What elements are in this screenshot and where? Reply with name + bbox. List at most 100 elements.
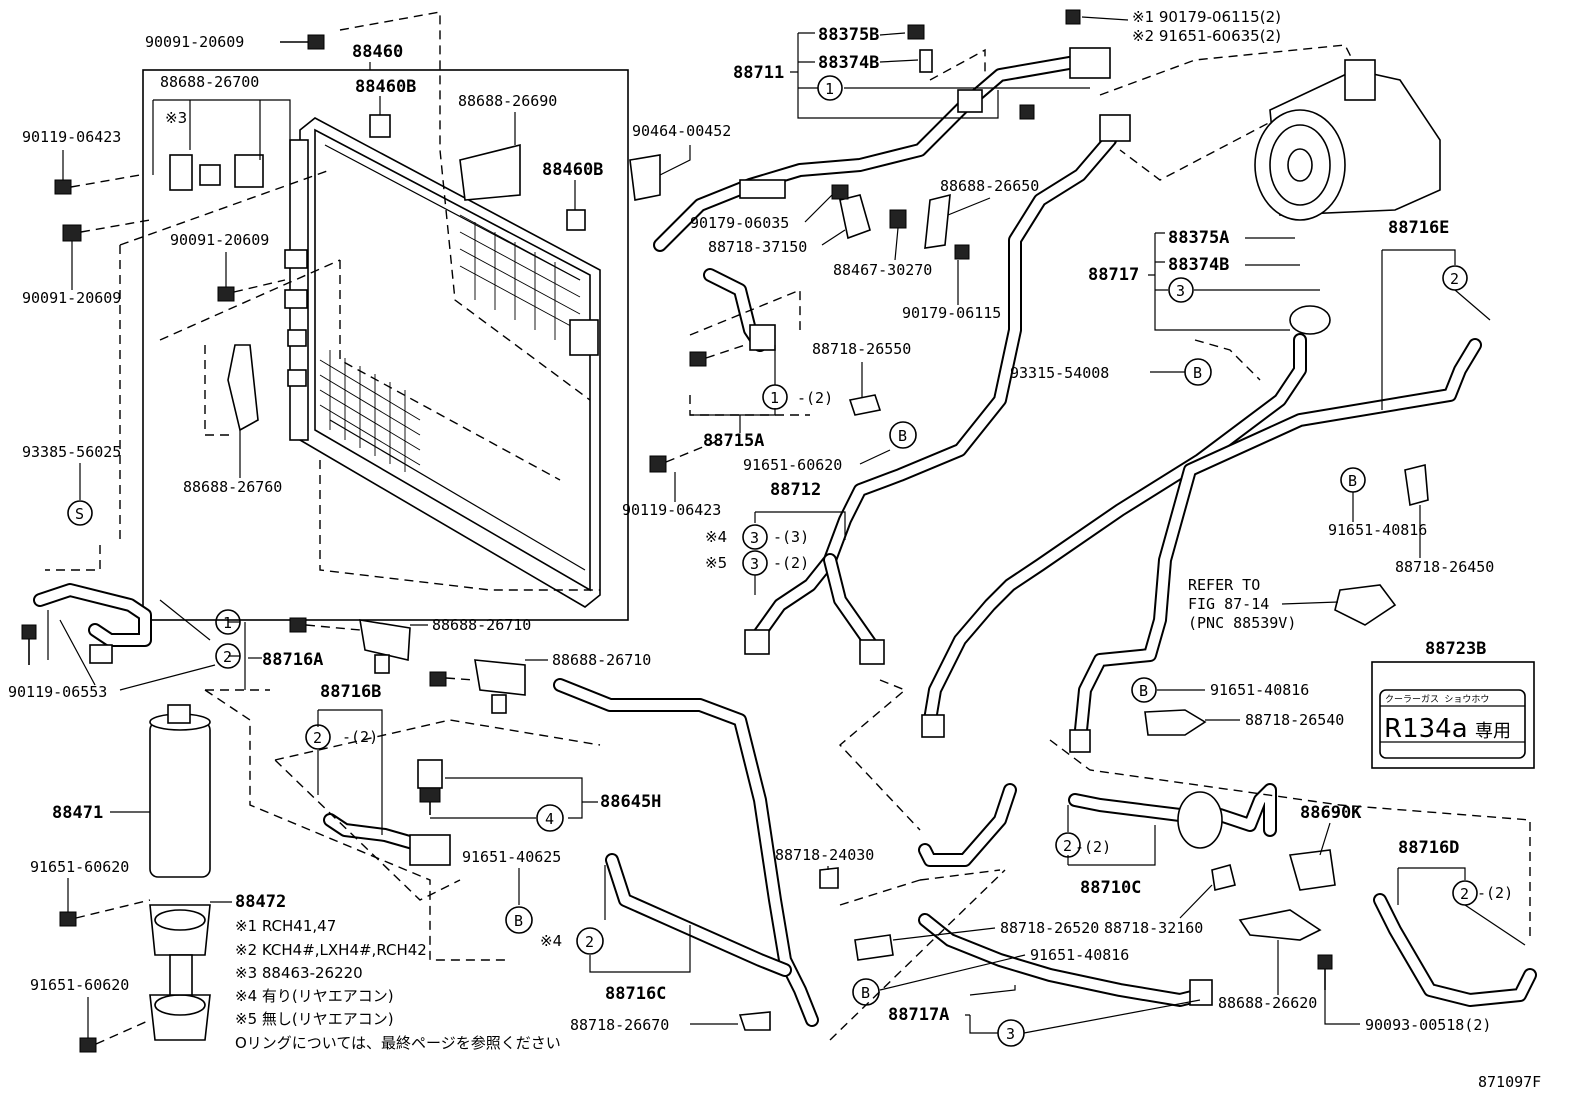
label-88716D: 88716D <box>1398 838 1459 858</box>
marker-2: 2 <box>305 724 331 750</box>
valve-88690K <box>1288 849 1336 891</box>
pipe-88717A <box>918 783 1213 1007</box>
label-88723B: 88723B <box>1425 639 1486 659</box>
footnote-5: ※5 無し(リヤエアコン) <box>235 1010 394 1028</box>
footnote-2: ※2 KCH4#,LXH4#,RCH42 <box>235 941 427 959</box>
marker-2: 2 <box>1055 832 1081 858</box>
condenser-fins <box>319 214 581 472</box>
marker-B: B <box>1340 467 1366 493</box>
marker-S: S <box>67 500 93 526</box>
label-93385-56025: 93385-56025 <box>22 443 121 461</box>
marker-2: 2 <box>1452 880 1478 906</box>
footnote-4: ※4 有り(リヤエアコン) <box>235 987 394 1005</box>
clamp-88718-32160 <box>1211 864 1236 891</box>
label-93315-54008: 93315-54008 <box>1010 364 1109 382</box>
footnote-1: ※1 RCH41,47 <box>235 917 336 935</box>
label-88718-26540: 88718-26540 <box>1245 711 1344 729</box>
label-88690K: 88690K <box>1300 803 1362 823</box>
clamp-88718-26520 <box>854 934 894 961</box>
bolt-90091-20609-top <box>280 34 325 50</box>
svg-text:2: 2 <box>1063 837 1072 855</box>
label-note3-mark: ※3 <box>165 109 187 127</box>
footnote-oring: Oリングについては、最終ページを参照ください <box>235 1034 561 1052</box>
label-90119-06553: 90119-06553 <box>8 683 107 701</box>
label-90119-06423-left: 90119-06423 <box>22 128 121 146</box>
bracket-88460B-2 <box>566 209 586 231</box>
clamp-88718-26540 <box>1144 709 1207 736</box>
svg-text:B: B <box>1139 682 1148 700</box>
label-91651-40816-c: 91651-40816 <box>1030 946 1129 964</box>
pipe-88716E <box>1069 338 1482 753</box>
pipe-88716D <box>1373 893 1537 1007</box>
svg-text:4: 4 <box>545 810 554 828</box>
svg-text:3: 3 <box>1006 1025 1015 1043</box>
label-88717A: 88717A <box>888 1005 949 1025</box>
pipe-88711 <box>653 47 1111 252</box>
marker-3: 3 <box>742 550 768 576</box>
pipe-88715A <box>703 268 776 352</box>
label-88711: 88711 <box>733 63 784 83</box>
label-88718-32160: 88718-32160 <box>1104 919 1203 937</box>
label-note4-mark: ※4 <box>705 528 727 546</box>
marker-3: 3 <box>1168 277 1194 303</box>
label-88716B: 88716B <box>320 682 381 702</box>
svg-text:2: 2 <box>1460 885 1469 903</box>
marker-3: 3 <box>742 524 768 550</box>
marker-4: 4 <box>536 804 564 832</box>
label-88688-26690: 88688-26690 <box>458 92 557 110</box>
figure-id: 871097F <box>1478 1073 1541 1091</box>
svg-text:2: 2 <box>223 648 232 666</box>
label-qty-3: -(3) <box>773 528 809 546</box>
label-card-top-text: クーラーガス ショウホウ <box>1385 694 1489 705</box>
label-card-main-jp: 専用 <box>1475 721 1511 742</box>
footnote-3: ※3 88463-26220 <box>235 964 363 982</box>
label-90091-20609-left: 90091-20609 <box>22 289 121 307</box>
clamp-90464-00452 <box>629 154 661 201</box>
label-88718-24030: 88718-24030 <box>775 846 874 864</box>
pipe-88710C <box>1068 783 1277 849</box>
label-90093-00518: 90093-00518(2) <box>1365 1016 1491 1034</box>
label-card-main: R134a <box>1384 714 1468 744</box>
label-90179-06035: 90179-06035 <box>690 214 789 232</box>
label-88688-26710-b: 88688-26710 <box>552 651 651 669</box>
label-88688-26760: 88688-26760 <box>183 478 282 496</box>
bracket-88472 <box>149 904 211 1041</box>
label-90091-20609-mid: 90091-20609 <box>170 231 269 249</box>
clamp-88718-26450 <box>1404 463 1429 507</box>
label-88460: 88460 <box>352 42 403 62</box>
label-88688-26700: 88688-26700 <box>160 73 259 91</box>
svg-text:B: B <box>861 984 870 1002</box>
label-88688-26620: 88688-26620 <box>1218 994 1317 1012</box>
label-88688-26650: 88688-26650 <box>940 177 1039 195</box>
svg-text:3: 3 <box>750 555 759 573</box>
fittings-88375B-88374B <box>907 9 1081 120</box>
footnotes: ※1 RCH41,47 ※2 KCH4#,LXH4#,RCH42 ※3 8846… <box>235 917 561 1052</box>
condenser-assembly <box>284 117 601 608</box>
bracket-88688-26700 <box>152 99 291 191</box>
label-90464-00452: 90464-00452 <box>632 122 731 140</box>
label-card-88723B: クーラーガス ショウホウ R134a 専用 <box>1371 661 1535 769</box>
clamp-88718-37150 <box>839 194 871 240</box>
pipe-88716B <box>323 813 451 866</box>
bracket-88460B <box>369 114 391 138</box>
label-91651-40625: 91651-40625 <box>462 848 561 866</box>
label-note2-part: ※2 91651-60635(2) <box>1132 27 1281 45</box>
svg-text:3: 3 <box>750 529 759 547</box>
circle-markers: 1 1 2 2 4 B 2 S 1 B 3 3 3 B 2 B B 2 2 B … <box>67 75 1478 1047</box>
marker-2: 2 <box>576 927 604 955</box>
marker-1: 1 <box>817 75 843 101</box>
refer-part <box>1334 584 1397 626</box>
label-88460B-2: 88460B <box>542 160 603 180</box>
svg-text:S: S <box>75 505 84 523</box>
marker-2: 2 <box>215 643 241 669</box>
label-note5-mark: ※5 <box>705 554 727 572</box>
svg-text:B: B <box>1193 364 1202 382</box>
clamp-88718-24030 <box>819 867 839 889</box>
label-88374B: 88374B <box>818 53 879 73</box>
label-88718-26520: 88718-26520 <box>1000 919 1099 937</box>
part-labels: 90091-20609 88460 88688-26700 88460B 886… <box>8 8 1526 1038</box>
bolt-90091-20609-mid <box>217 279 286 302</box>
pipe-88712 <box>744 114 1131 665</box>
marker-B: B <box>1131 677 1157 703</box>
label-88374B-2: 88374B <box>1168 255 1229 275</box>
